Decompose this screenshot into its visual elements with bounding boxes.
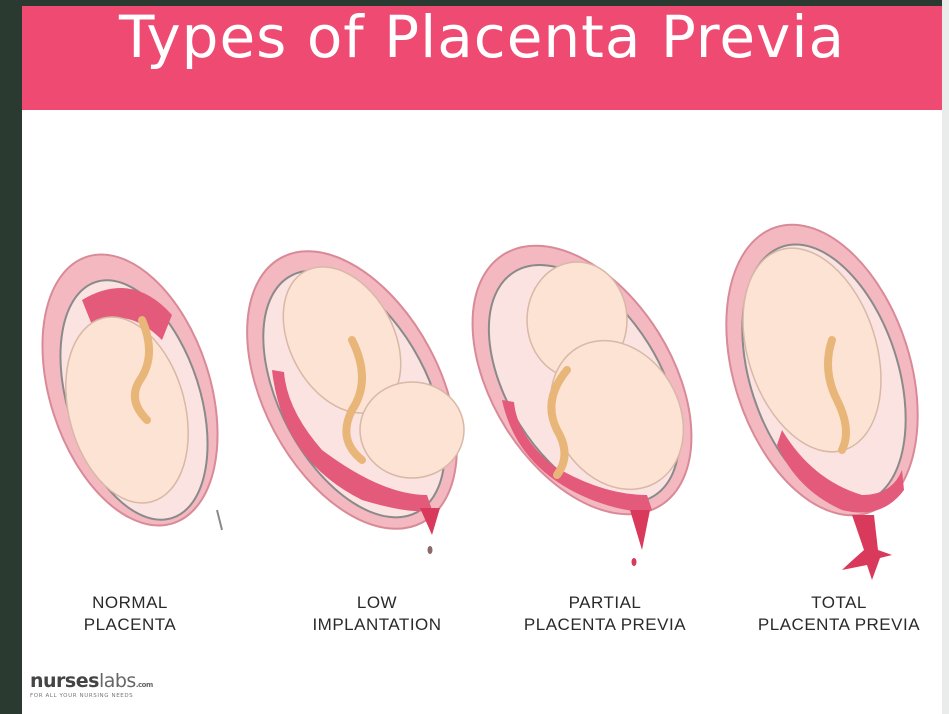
label-normal-placenta: NORMAL PLACENTA <box>25 592 235 636</box>
bleeding <box>630 510 650 550</box>
illustration-low-implantation <box>204 216 500 564</box>
label-partial-previa: PARTIAL PLACENTA PREVIA <box>500 592 710 636</box>
illustration-normal-placenta <box>22 232 249 548</box>
fetus-head <box>360 382 464 478</box>
placenta-illustrations <box>22 110 942 590</box>
label-low-implantation: LOW IMPLANTATION <box>272 592 482 636</box>
label-total-previa: TOTAL PLACENTA PREVIA <box>734 592 944 636</box>
illustration-partial-previa <box>427 207 737 566</box>
illustration-total-previa <box>692 200 942 580</box>
bleeding <box>842 515 892 580</box>
title-banner: Types of Placenta Previa <box>22 6 942 110</box>
nurseslabs-logo: nurseslabs.com FOR ALL YOUR NURSING NEED… <box>30 670 153 699</box>
infographic-card: Types of Placenta Previa <box>22 6 942 714</box>
page-title: Types of Placenta Previa <box>119 3 845 71</box>
